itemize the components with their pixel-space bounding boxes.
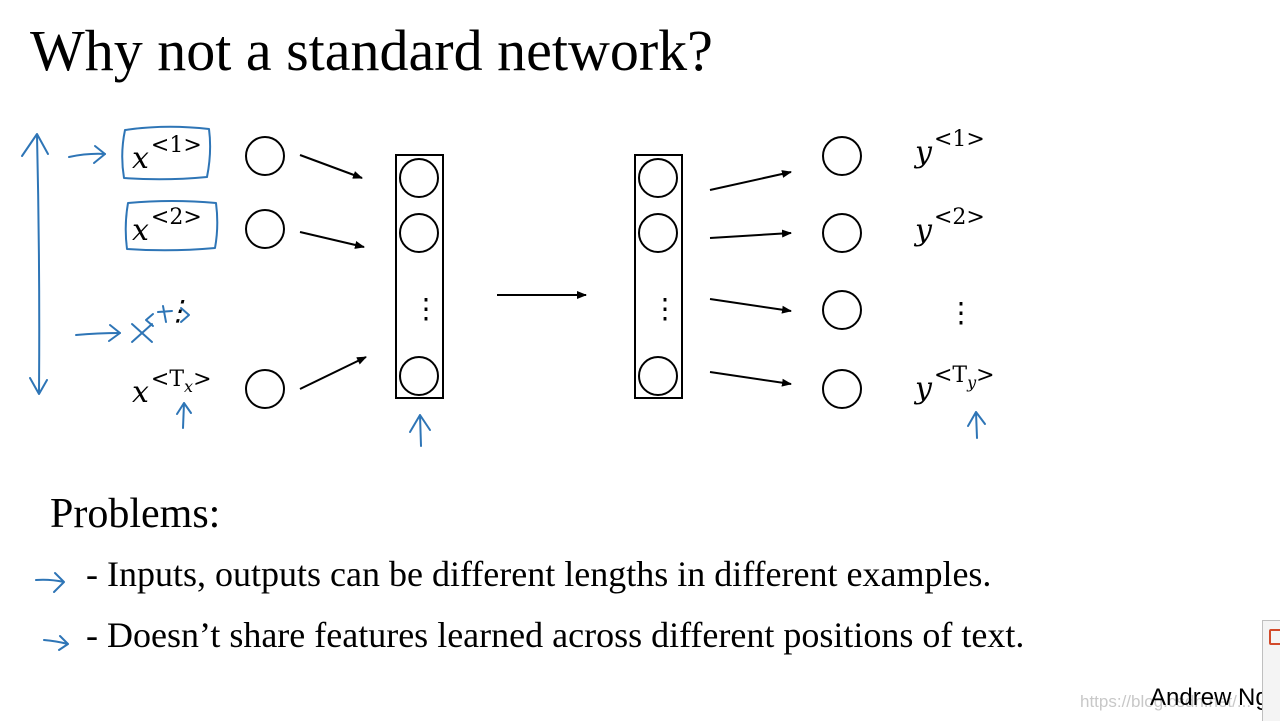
output-label-1: y<1> — [913, 127, 985, 170]
output-node-1 — [822, 136, 862, 176]
handwritten-t — [157, 305, 173, 323]
bullet-mark-2 — [43, 635, 69, 651]
hidden-layer-2-node — [638, 158, 678, 198]
problems-heading: Problems: — [50, 491, 221, 537]
hidden-layer-2-node — [638, 356, 678, 396]
hidden-layer-1-node — [399, 356, 439, 396]
arrow-output-3 — [709, 298, 792, 314]
output-label-ty: y<Ty> — [913, 363, 995, 406]
vertical-arrow-top-head — [21, 133, 49, 157]
up-arrow-hidden — [409, 414, 431, 447]
output-ellipsis: ⋮ — [947, 298, 975, 329]
watermark: https://blog.csdn.net/... — [1080, 692, 1252, 711]
corner-thumbnail — [1262, 620, 1280, 721]
problem-item: - Inputs, outputs can be different lengt… — [86, 554, 992, 594]
arrow-input-1 — [299, 154, 363, 179]
pointer-arrow-input-t — [75, 332, 121, 336]
input-label-tx: x<Tx> — [132, 367, 212, 410]
pointer-arrow-input-t-head — [108, 324, 121, 342]
input-node-tx — [245, 369, 285, 409]
handwritten-x-t — [131, 323, 153, 343]
hidden-layer-1-ellipsis: ⋮ — [412, 294, 440, 325]
hidden-layer-1-node — [399, 213, 439, 253]
hidden-layer-2 — [634, 154, 683, 399]
output-node-3 — [822, 290, 862, 330]
pointer-arrow-input-1-head — [93, 145, 106, 164]
up-arrow-ty — [967, 411, 986, 439]
handwritten-annotations — [21, 125, 986, 651]
hidden-layer-1 — [395, 154, 444, 399]
slide-title: Why not a standard network? — [30, 18, 713, 83]
arrow-input-2 — [299, 231, 365, 249]
author-credit: Andrew Ng — [1150, 684, 1269, 711]
hidden-layer-2-ellipsis: ⋮ — [651, 294, 679, 325]
app-icon — [1269, 629, 1280, 645]
input-label-2: x<2> — [132, 205, 202, 248]
arrow-input-tx — [299, 356, 367, 390]
hidden-layer-1-node — [399, 158, 439, 198]
bullet-mark-1 — [35, 572, 65, 593]
input-label-1: x<1> — [132, 133, 202, 176]
problem-item: - Doesn’t share features learned across … — [86, 615, 1025, 655]
hidden-layer-2-node — [638, 213, 678, 253]
input-node-1 — [245, 136, 285, 176]
highlight-box-input-2 — [124, 200, 219, 252]
arrow-output-2 — [709, 229, 792, 239]
arrow-output-1 — [709, 170, 792, 191]
vertical-arrow-bottom-head — [29, 377, 48, 395]
input-node-2 — [245, 209, 285, 249]
vertical-double-arrow — [36, 134, 41, 393]
arrow-output-ty — [709, 371, 792, 387]
output-label-2: y<2> — [913, 205, 985, 248]
up-arrow-tx — [176, 402, 192, 429]
output-node-ty — [822, 369, 862, 409]
output-node-2 — [822, 213, 862, 253]
pointer-arrow-input-1 — [68, 152, 106, 158]
highlight-box-input-1 — [121, 125, 212, 181]
handwritten-bracket-t — [145, 307, 190, 327]
